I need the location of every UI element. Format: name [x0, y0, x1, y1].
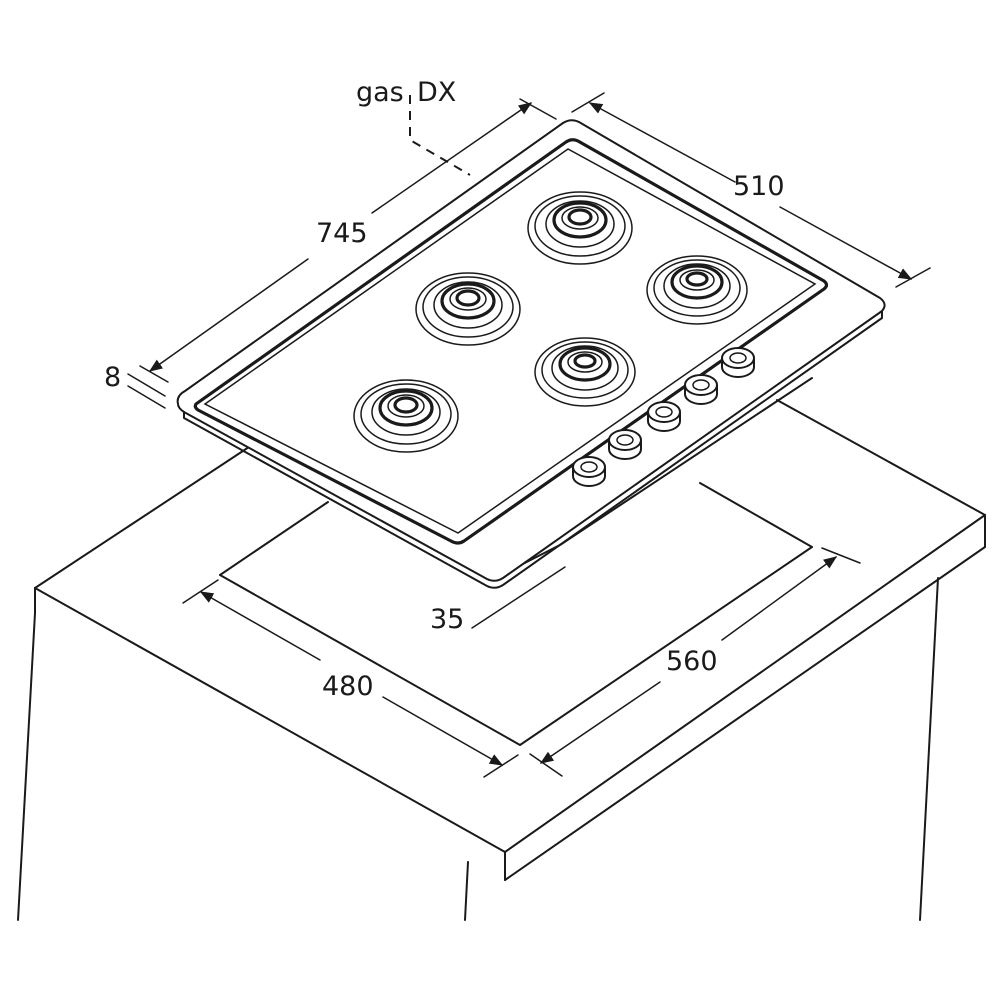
dimension-35: 35 [430, 566, 566, 635]
dimension-8: 8 [104, 362, 166, 409]
gas-connection-marker: gas DX [356, 77, 471, 176]
control-knob-2[interactable] [608, 429, 642, 460]
dimension-560-label: 560 [666, 646, 718, 677]
dimension-745-label: 745 [316, 218, 368, 249]
control-knob-5[interactable] [721, 347, 755, 378]
burner-front-left [353, 379, 459, 453]
control-knob-1[interactable] [572, 456, 606, 487]
dimension-560: 560 [529, 547, 861, 777]
dimension-510: 510 [571, 92, 931, 288]
gas-dx-label: DX [417, 77, 456, 108]
burner-right [646, 255, 748, 325]
hob [176, 119, 886, 589]
dimension-8-label: 8 [104, 362, 121, 393]
dimension-35-label: 35 [430, 604, 464, 635]
control-knob-4[interactable] [684, 374, 718, 405]
dimension-745: 745 [139, 98, 557, 383]
dimension-480-label: 480 [322, 671, 374, 702]
burner-center [534, 337, 636, 407]
burner-rear-right [527, 191, 633, 265]
countertop [34, 399, 986, 881]
dimension-510-label: 510 [733, 171, 785, 202]
cutout-outline [219, 482, 813, 746]
gas-label: gas [356, 77, 404, 108]
cabinet [17, 577, 939, 921]
burner-rear-left [415, 272, 521, 346]
control-knob-3[interactable] [647, 401, 681, 432]
dimension-480: 480 [182, 579, 519, 778]
